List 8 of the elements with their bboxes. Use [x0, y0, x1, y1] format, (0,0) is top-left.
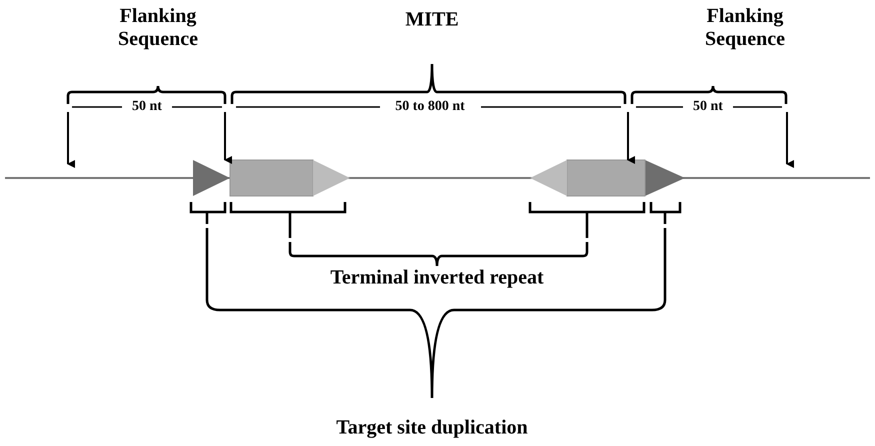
element-label: MITE — [404, 8, 460, 32]
element-label: Flanking Sequence — [704, 5, 786, 51]
dimension-label: 50 nt — [692, 98, 724, 116]
dimension-label: 50 nt — [131, 98, 163, 116]
element-label: Flanking Sequence — [117, 5, 199, 51]
element-label: Terminal inverted repeat — [329, 266, 545, 290]
element-label: Target site duplication — [335, 416, 529, 440]
dimension-label: 50 to 800 nt — [394, 98, 466, 116]
